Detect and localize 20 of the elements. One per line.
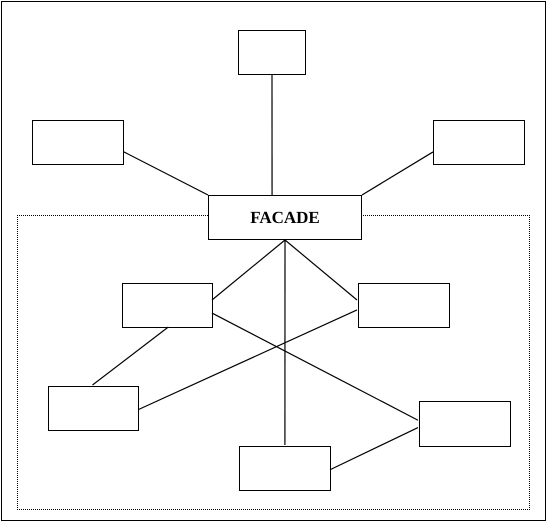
connector-line bbox=[271, 75, 273, 195]
empty-box bbox=[358, 283, 450, 328]
connector-line bbox=[138, 309, 358, 410]
empty-box bbox=[433, 120, 525, 165]
connector-line bbox=[92, 326, 169, 386]
connector-line bbox=[284, 240, 286, 445]
process-box bbox=[208, 195, 362, 240]
empty-box bbox=[238, 30, 306, 75]
connector-line bbox=[362, 151, 434, 196]
connector-line bbox=[212, 240, 286, 300]
empty-box bbox=[48, 386, 139, 431]
empty-box bbox=[122, 283, 213, 328]
empty-box bbox=[419, 401, 511, 447]
connector-line bbox=[124, 151, 208, 196]
connector-line bbox=[284, 240, 358, 300]
empty-box bbox=[239, 446, 331, 491]
connector-line bbox=[330, 427, 418, 470]
empty-box bbox=[32, 120, 124, 165]
box-label: FACADE bbox=[250, 208, 320, 228]
connector-line bbox=[212, 312, 418, 421]
